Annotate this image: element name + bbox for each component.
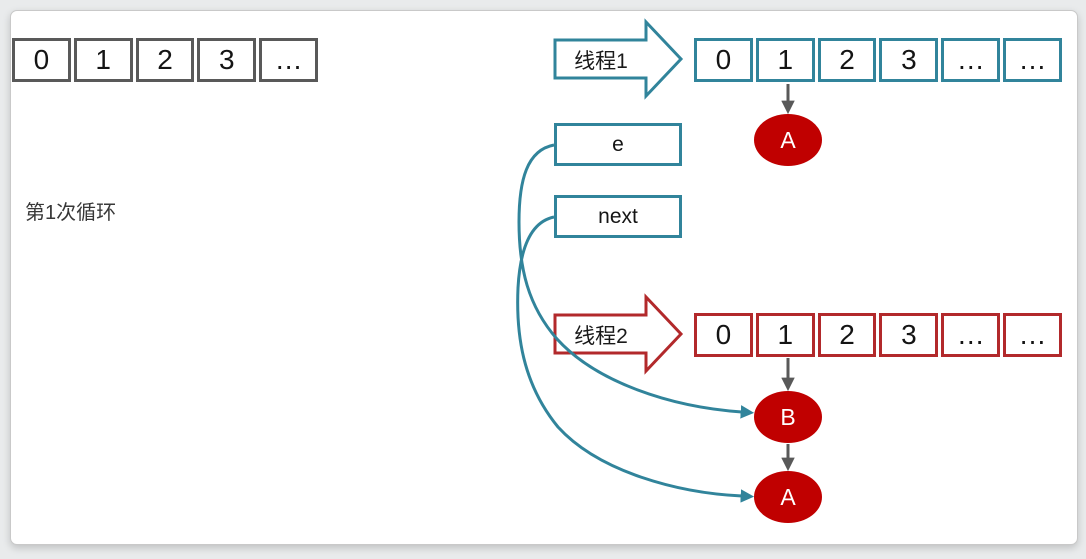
array-cell: … bbox=[941, 313, 1001, 357]
array-cell: 1 bbox=[755, 38, 815, 82]
array-cell: 0 bbox=[694, 38, 753, 82]
array-cell: … bbox=[1003, 313, 1062, 357]
array-cell: 3 bbox=[879, 313, 939, 357]
pointer-e-box: e bbox=[554, 123, 682, 166]
thread2-label: 线程2 bbox=[574, 324, 628, 348]
thread2-node-b: B bbox=[754, 391, 822, 443]
array-cell: 2 bbox=[817, 313, 877, 357]
array-cell: … bbox=[1003, 38, 1062, 82]
array-cell: 1 bbox=[73, 38, 133, 82]
array-cell: … bbox=[259, 38, 318, 82]
pointer-next-box: next bbox=[554, 195, 682, 238]
array-cell: 2 bbox=[817, 38, 877, 82]
array-cell: 2 bbox=[135, 38, 195, 82]
array-cell: 0 bbox=[12, 38, 71, 82]
thread1-node-a: A bbox=[754, 114, 822, 166]
iteration-label: 第1次循环 bbox=[25, 202, 117, 224]
array-cell: 0 bbox=[694, 313, 753, 357]
array-cell: 3 bbox=[197, 38, 257, 82]
thread1-label: 线程1 bbox=[574, 49, 628, 73]
thread2-node-a: A bbox=[754, 471, 822, 523]
diagram-canvas bbox=[10, 10, 1078, 545]
array-cell: … bbox=[941, 38, 1001, 82]
array-cell: 1 bbox=[755, 313, 815, 357]
array-cell: 3 bbox=[879, 38, 939, 82]
